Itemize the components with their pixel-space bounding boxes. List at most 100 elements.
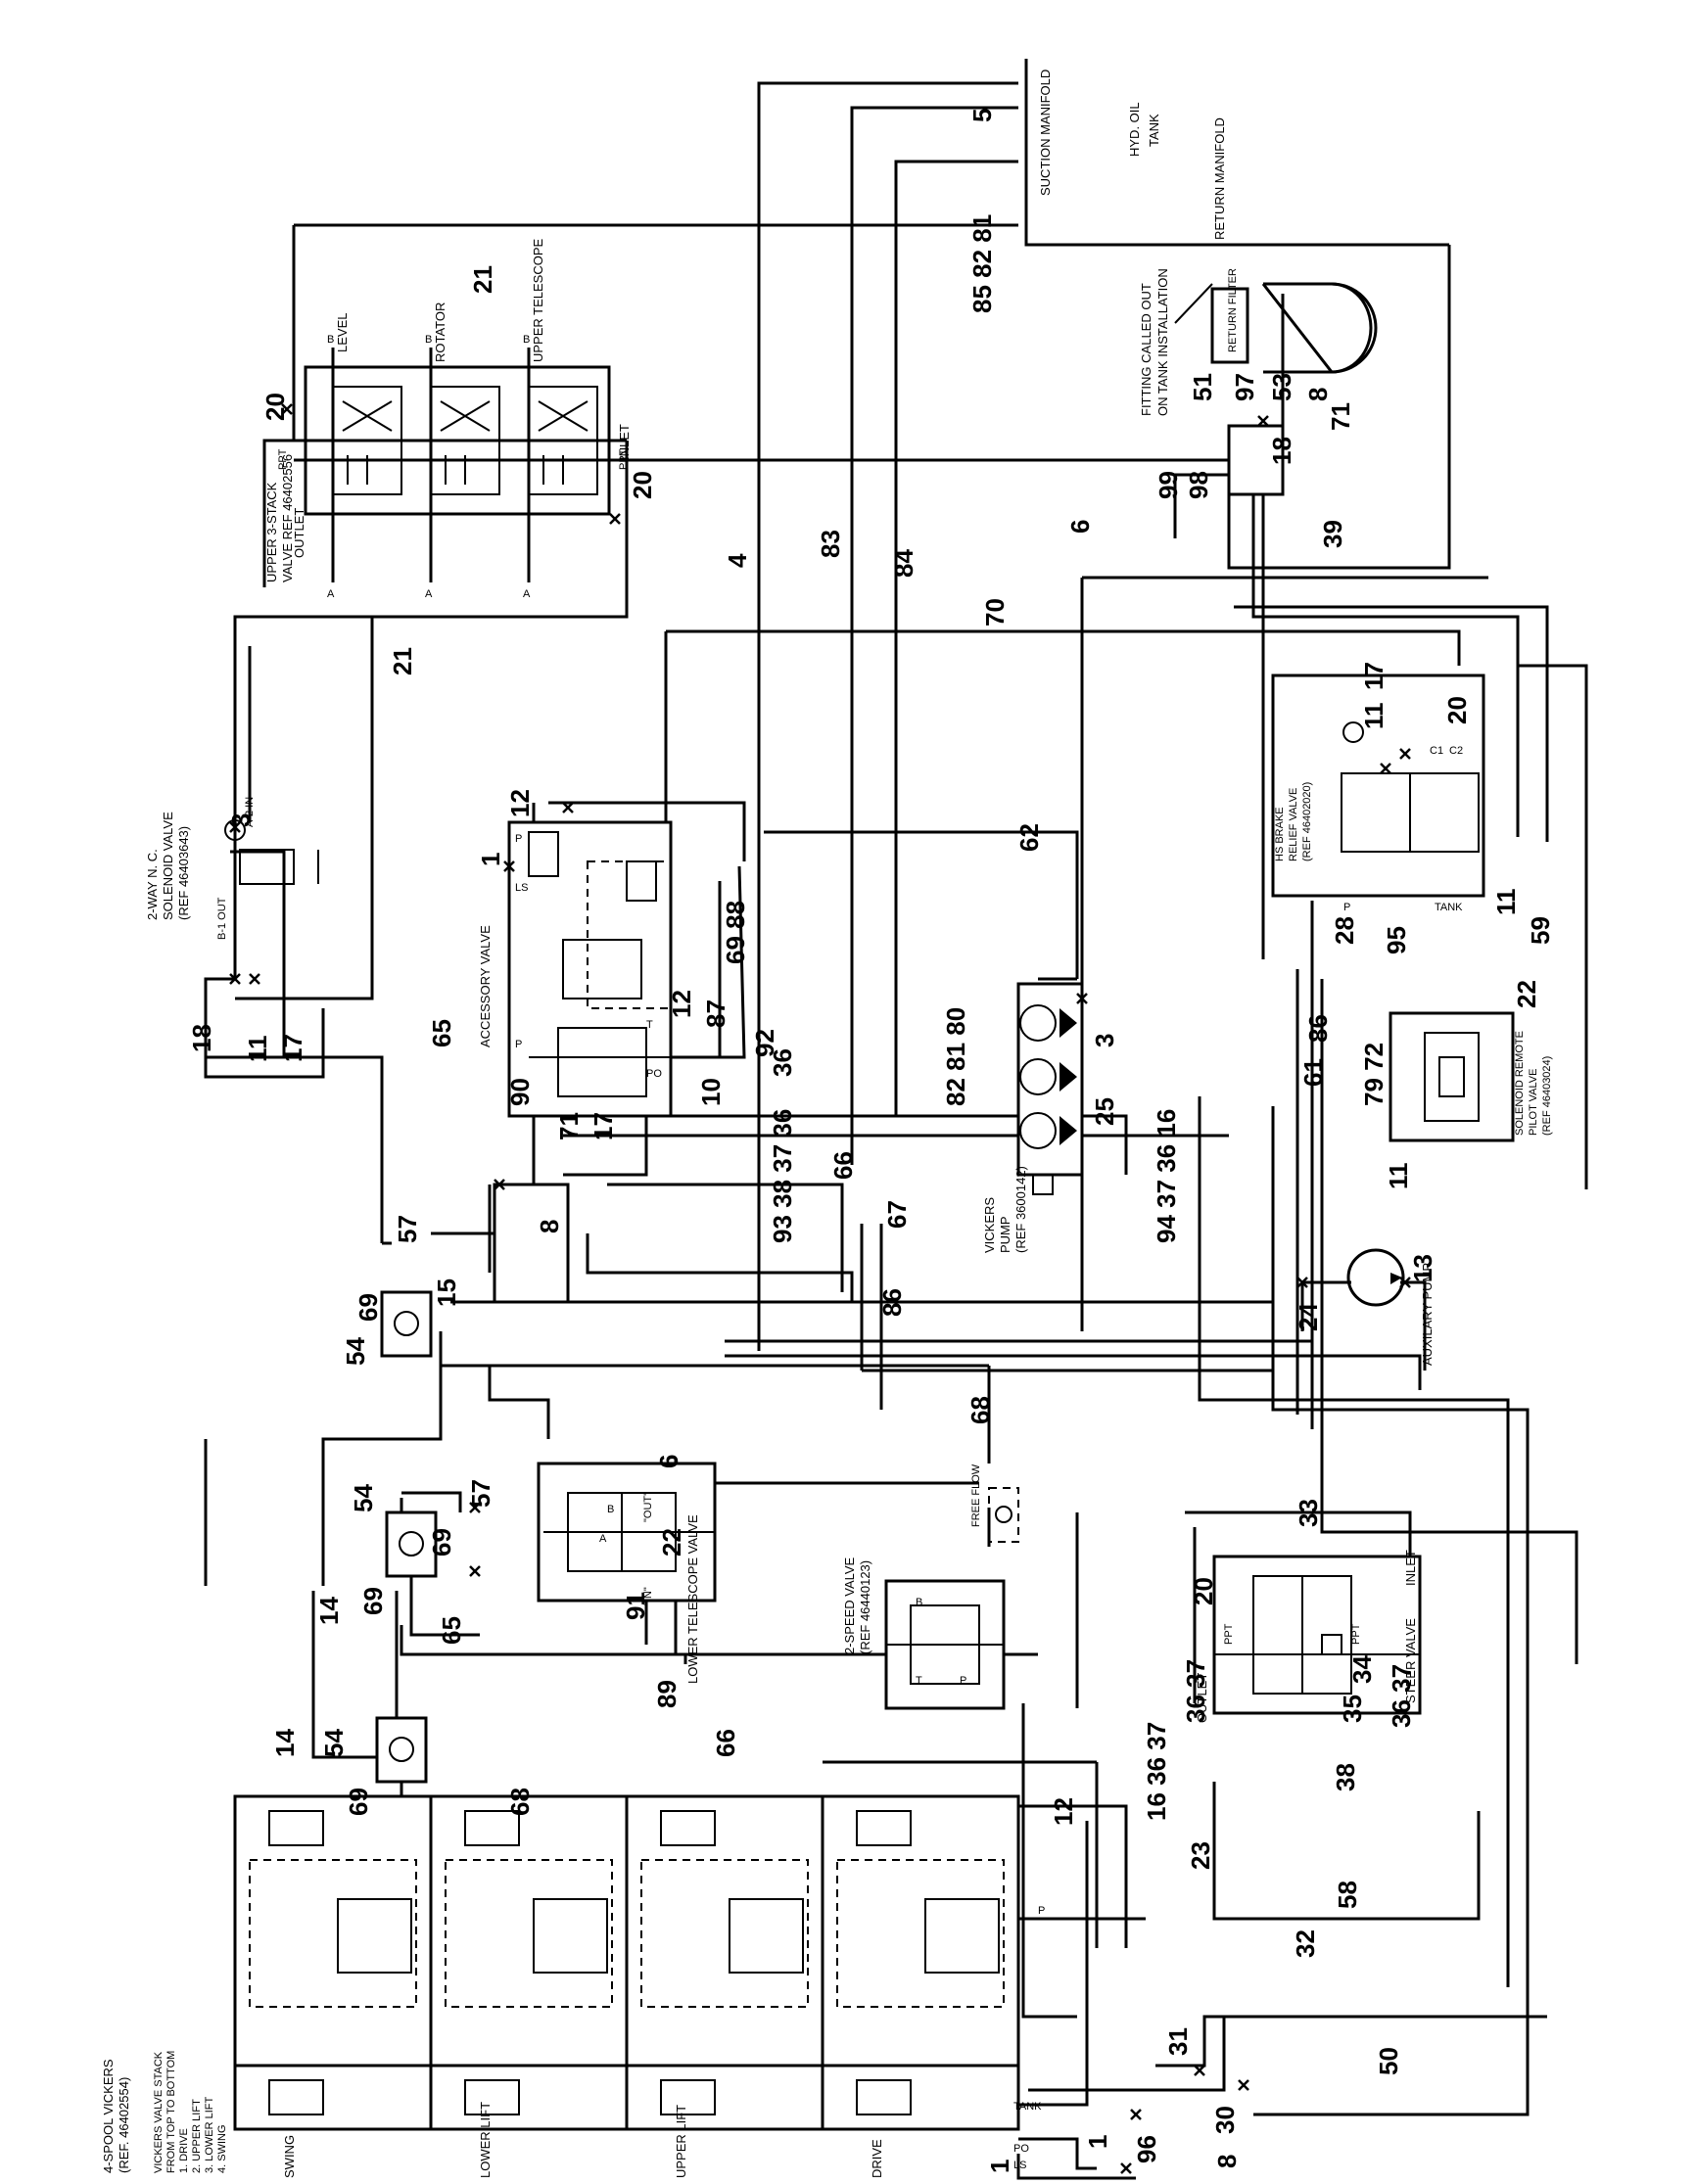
svg-text:39: 39	[1318, 520, 1347, 548]
svg-text:69: 69	[358, 1587, 388, 1615]
svg-text:PPT: PPT	[1350, 1623, 1362, 1645]
svg-text:12: 12	[667, 990, 696, 1018]
svg-text:1. DRIVE: 1. DRIVE	[178, 2128, 190, 2173]
x-marks	[229, 403, 1411, 2174]
svg-text:OUTLET: OUTLET	[292, 508, 306, 558]
svg-text:1: 1	[1083, 2135, 1112, 2149]
svg-text:LS: LS	[515, 882, 528, 894]
svg-text:P: P	[960, 1675, 966, 1687]
svg-text:12: 12	[505, 789, 535, 817]
svg-text:5: 5	[967, 109, 997, 122]
svg-text:6: 6	[654, 1455, 683, 1468]
svg-text:8: 8	[1303, 388, 1333, 401]
svg-text:ACCESSORY VALVE: ACCESSORY VALVE	[478, 925, 493, 1047]
svg-text:20: 20	[1442, 696, 1472, 724]
svg-text:LEVEL: LEVEL	[335, 313, 350, 352]
svg-text:50: 50	[1374, 2047, 1403, 2075]
svg-text:8: 8	[535, 1220, 564, 1233]
svg-text:11: 11	[1384, 1163, 1413, 1190]
svg-text:B-1 OUT: B-1 OUT	[216, 897, 228, 940]
svg-text:53: 53	[1267, 373, 1296, 401]
hs-brake-relief-valve: HS BRAKE RELIEF VALVE (REF 46402020) P T…	[1271, 674, 1485, 913]
svg-text:FROM TOP TO BOTTOM: FROM TOP TO BOTTOM	[165, 2051, 177, 2173]
svg-text:4. SWING: 4. SWING	[216, 2124, 228, 2173]
svg-text:VICKERS: VICKERS	[982, 1197, 997, 1253]
svg-text:89: 89	[652, 1680, 682, 1708]
svg-text:79 72: 79 72	[1359, 1043, 1389, 1106]
svg-text:86: 86	[1303, 1014, 1333, 1043]
svg-text:B: B	[523, 334, 530, 346]
svg-text:65: 65	[437, 1616, 466, 1645]
svg-text:ROTATOR: ROTATOR	[433, 302, 447, 362]
2-speed-valve: 2-SPEED VALVE (REF 46440123) B T P	[842, 1557, 1006, 1710]
solenoid-remote-pilot-valve: SOLENOID REMOTE PILOT VALVE (REF 4640302…	[1389, 1011, 1553, 1142]
hyd-oil-tank: HYD. OIL TANK SUCTION MANIFOLD RETURN MA…	[1024, 59, 1449, 247]
svg-text:P: P	[1343, 902, 1350, 913]
svg-text:VALVE REF 46402556: VALVE REF 46402556	[280, 454, 295, 582]
svg-text:93 38 37 36: 93 38 37 36	[768, 1109, 797, 1243]
svg-text:21: 21	[388, 647, 417, 675]
shuttle-valve-2	[385, 1510, 438, 1578]
svg-text:99: 99	[1154, 471, 1183, 499]
svg-text:VICKERS VALVE STACK: VICKERS VALVE STACK	[153, 2051, 165, 2173]
svg-text:A: A	[523, 588, 531, 600]
svg-text:PPT: PPT	[277, 448, 289, 470]
svg-text:23: 23	[1186, 1841, 1215, 1870]
svg-text:82 81 80: 82 81 80	[941, 1007, 970, 1106]
svg-text:71: 71	[1326, 402, 1355, 431]
svg-text:66: 66	[828, 1151, 858, 1180]
hydraulic-lines	[204, 81, 1588, 2116]
svg-text:(REF 46403643): (REF 46403643)	[176, 826, 191, 920]
svg-text:22: 22	[1512, 980, 1541, 1008]
svg-text:2-SPEED VALVE: 2-SPEED VALVE	[842, 1557, 857, 1654]
svg-text:P: P	[515, 833, 522, 845]
svg-text:57: 57	[466, 1479, 495, 1508]
svg-text:67: 67	[882, 1200, 912, 1229]
svg-text:91: 91	[621, 1592, 650, 1620]
svg-text:66: 66	[711, 1729, 740, 1757]
svg-text:TANK: TANK	[1435, 902, 1463, 913]
svg-text:94 37 36 16: 94 37 36 16	[1152, 1109, 1181, 1243]
callout-numbers: 5 85 82 81 21 51 97 53 8 71 99 98 18 39 …	[187, 109, 1555, 2173]
svg-text:85 82 81: 85 82 81	[967, 214, 997, 313]
svg-text:2-WAY N. C.: 2-WAY N. C.	[145, 849, 160, 920]
svg-text:17: 17	[278, 1034, 307, 1062]
svg-text:A-2 IN: A-2 IN	[244, 797, 256, 827]
svg-text:61: 61	[1298, 1058, 1328, 1087]
svg-text:ON TANK INSTALLATION: ON TANK INSTALLATION	[1155, 268, 1170, 416]
suction-manifold-label: SUCTION MANIFOLD	[1038, 70, 1053, 196]
svg-text:TANK: TANK	[1147, 114, 1161, 147]
svg-text:RELIEF VALVE: RELIEF VALVE	[1288, 788, 1299, 861]
svg-text:58: 58	[1333, 1881, 1362, 1909]
svg-text:UPPER TELESCOPE: UPPER TELESCOPE	[531, 238, 545, 362]
svg-text:B: B	[916, 1597, 922, 1608]
svg-text:57: 57	[393, 1215, 422, 1243]
svg-text:HS BRAKE: HS BRAKE	[1274, 807, 1286, 861]
svg-text:20: 20	[260, 393, 290, 421]
svg-text:A: A	[327, 588, 335, 600]
svg-text:69 88: 69 88	[721, 901, 750, 964]
svg-text:LOWER LIFT: LOWER LIFT	[478, 2102, 493, 2178]
svg-text:HYD. OIL: HYD. OIL	[1127, 102, 1142, 157]
svg-text:(REF 46402020): (REF 46402020)	[1301, 782, 1313, 861]
svg-text:35: 35	[1338, 1695, 1367, 1723]
svg-text:4: 4	[723, 553, 752, 568]
svg-text:20: 20	[628, 471, 657, 499]
svg-text:96: 96	[1132, 2135, 1161, 2163]
svg-text:8: 8	[1212, 2155, 1242, 2168]
4-spool-vickers-valve-stack: 4-SPOOL VICKERS (REF. 46402554) VICKERS …	[101, 1794, 1045, 2178]
svg-text:4-SPOOL VICKERS: 4-SPOOL VICKERS	[101, 2059, 116, 2173]
svg-text:AUXILARY PUMP: AUXILARY PUMP	[1420, 1263, 1435, 1366]
svg-text:RETURN FILTER: RETURN FILTER	[1227, 268, 1239, 352]
svg-text:P: P	[1038, 1905, 1045, 1917]
svg-text:11: 11	[1359, 703, 1389, 730]
svg-text:PILOT VALVE: PILOT VALVE	[1528, 1069, 1539, 1136]
svg-text:14: 14	[314, 1597, 344, 1625]
svg-text:86: 86	[877, 1288, 907, 1317]
svg-text:(REF. 46402554): (REF. 46402554)	[117, 2077, 131, 2173]
svg-text:12: 12	[1049, 1797, 1078, 1826]
svg-text:16 36 37: 16 36 37	[1142, 1722, 1171, 1821]
svg-text:18: 18	[187, 1024, 216, 1052]
svg-text:DRIVE: DRIVE	[870, 2139, 884, 2178]
